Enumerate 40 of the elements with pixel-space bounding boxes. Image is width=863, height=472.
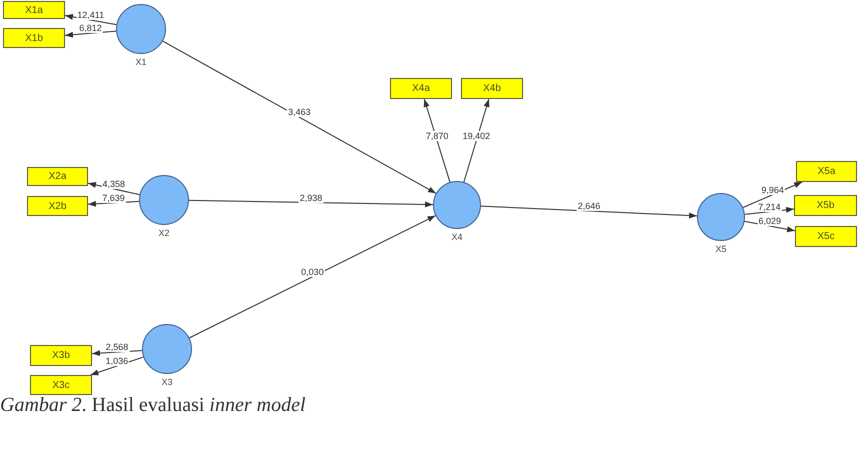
indicator-box: X5a: [796, 161, 857, 182]
variable-label: X3: [160, 377, 174, 388]
variable-label: X5: [714, 244, 728, 255]
indicator-box: X4a: [390, 78, 452, 99]
edge-label: 3,463: [287, 107, 312, 118]
edge-label: 7,639: [101, 192, 126, 203]
variable-label: X1: [134, 57, 148, 68]
arrow: [64, 30, 117, 38]
edge-label: 9,964: [760, 184, 785, 195]
edge-label: 2,646: [576, 201, 602, 211]
arrow: [92, 350, 143, 356]
variable-label: X4: [450, 232, 464, 243]
arrow: [480, 206, 698, 219]
edge-label: 6,029: [758, 216, 782, 226]
edge-label: 2,568: [104, 342, 130, 352]
arrow: [424, 98, 450, 183]
edge-label: 6,812: [78, 23, 103, 34]
indicator-box: X3c: [30, 375, 92, 395]
figure-caption: Gambar 2. Hasil evaluasi inner model: [0, 394, 306, 417]
indicator-box: X5b: [794, 195, 857, 216]
arrow: [188, 200, 434, 208]
edge-label: 0,030: [300, 266, 325, 277]
edge-label: 19,402: [462, 130, 492, 140]
indicator-box: X4b: [461, 78, 523, 99]
indicator-box: X5c: [795, 226, 857, 247]
edge-label: 1,036: [104, 356, 130, 366]
indicator-box: X2b: [27, 196, 88, 216]
edge-label: 12,411: [76, 10, 106, 20]
indicator-box: X2a: [27, 167, 88, 186]
variable-label: X2: [157, 228, 170, 239]
edge-label: 7,870: [424, 130, 450, 141]
arrow: [463, 98, 490, 183]
edge-label: 2,938: [298, 192, 324, 202]
indicator-box: X1b: [3, 28, 65, 48]
edge-label: 4,358: [102, 178, 126, 189]
indicator-box: X3b: [30, 345, 92, 366]
arrow: [162, 40, 437, 194]
indicator-box: X1a: [3, 1, 65, 19]
arrow: [188, 215, 436, 338]
edge-label: 7,214: [757, 202, 782, 212]
